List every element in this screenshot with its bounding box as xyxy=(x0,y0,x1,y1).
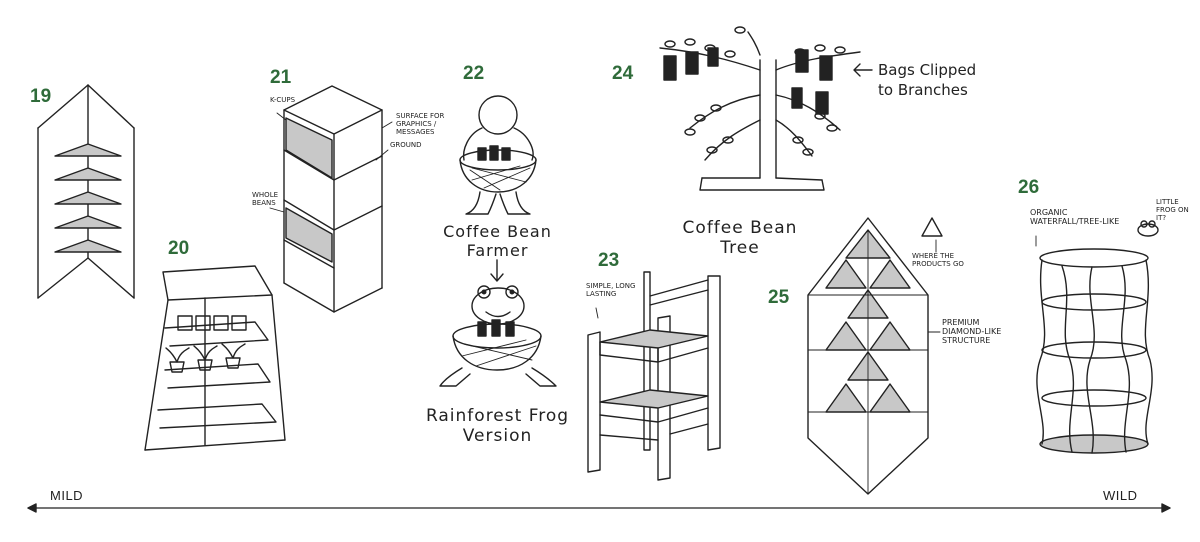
scale-label-mild: MILD xyxy=(50,488,84,503)
note-where-products-go: WHERE THE PRODUCTS GO xyxy=(912,252,964,268)
note-little-frog: LITTLE FROG ON IT? xyxy=(1156,198,1189,222)
arrow-down-icon xyxy=(490,259,504,282)
sketch-22-frog-version xyxy=(439,285,557,387)
concept-number-26: 26 xyxy=(1018,177,1040,198)
note-premium-diamond: PREMIUM DIAMOND-LIKE STRUCTURE xyxy=(942,318,1002,345)
note-surface-graphics: SURFACE FOR GRAPHICS / MESSAGES xyxy=(396,112,445,136)
sketch-21-box-tower xyxy=(269,85,393,313)
concept-number-22: 22 xyxy=(463,63,485,84)
note-bags-clipped: Bags Clipped to Branches xyxy=(878,61,977,99)
note-ground: GROUND xyxy=(390,141,422,149)
mild-wild-scale-arrow xyxy=(27,503,1171,513)
caption-coffee-bean-farmer: Coffee Bean Farmer xyxy=(443,222,552,260)
concept-number-25: 25 xyxy=(768,287,790,308)
sketch-25-diamond-structure xyxy=(807,217,943,495)
caption-rainforest-frog: Rainforest Frog Version xyxy=(425,406,570,446)
concept-number-20: 20 xyxy=(168,238,190,259)
sketch-22-bean-farmer xyxy=(459,95,537,215)
sketch-20-perspective-shelf xyxy=(144,265,286,451)
sketch-24-coffee-tree xyxy=(659,26,873,191)
note-whole-beans: WHOLE BEANS xyxy=(252,191,279,207)
sketch-23-two-shelf-frame xyxy=(587,271,721,481)
concept-number-24: 24 xyxy=(612,63,634,84)
note-kcups: K-CUPS xyxy=(270,96,296,104)
concept-number-21: 21 xyxy=(270,67,292,88)
sketch-19-chevron-shelf xyxy=(37,84,135,299)
note-simple-long-lasting: SIMPLE, LONG LASTING xyxy=(586,282,636,298)
concept-number-19: 19 xyxy=(30,86,52,107)
sketch-26-organic-tower xyxy=(1035,220,1159,454)
concept-number-23: 23 xyxy=(598,250,620,271)
note-organic-waterfall: ORGANIC WATERFALL/TREE-LIKE xyxy=(1030,208,1120,226)
scale-label-wild: WILD xyxy=(1103,488,1138,503)
caption-coffee-bean-tree: Coffee Bean Tree xyxy=(682,218,798,258)
